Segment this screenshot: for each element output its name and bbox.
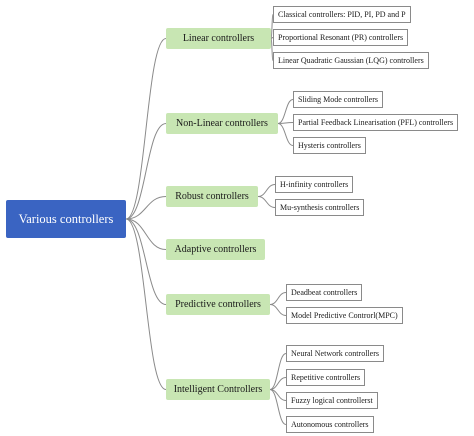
category-non-linear-controllers: Non-Linear controllers (166, 113, 278, 134)
leaf-mu-synthesis-controllers: Mu-synthesis controllers (275, 199, 365, 216)
leaf-lqg-controllers: Linear Quadratic Gaussian (LQG) controll… (273, 52, 429, 69)
leaf-repetitive-controllers: Repetitive controllers (286, 369, 366, 386)
root-node: Various controllers (6, 200, 126, 238)
connector-category-5-to-leaf-0 (269, 353, 287, 390)
connector-category-0-to-leaf-0 (270, 14, 274, 39)
connector-category-2-to-leaf-1 (257, 196, 276, 208)
connector-category-4-to-leaf-1 (269, 304, 287, 316)
connector-category-0-to-leaf-2 (270, 38, 274, 61)
connector-category-1-to-leaf-2 (277, 123, 294, 146)
connector-category-2-to-leaf-0 (257, 184, 276, 197)
connector-root-to-category-5 (125, 218, 167, 390)
leaf-mpc-controllers: Model Predictive Controrl(MPC) (286, 307, 403, 324)
leaf-h-infinity-controllers: H-infinity controllers (275, 176, 354, 193)
category-predictive-controllers: Predictive controllers (166, 294, 270, 315)
category-linear-controllers: Linear controllers (166, 28, 271, 49)
category-adaptive-controllers: Adaptive controllers (166, 239, 265, 260)
connector-root-to-category-0 (125, 38, 167, 220)
leaf-proportional-resonant-controllers: Proportional Resonant (PR) controllers (273, 29, 409, 46)
leaf-autonomous-controllers: Autonomous controllers (286, 416, 374, 433)
category-intelligent-controllers: Intelligent Controllers (166, 379, 270, 400)
leaf-fuzzy-logical-controllers: Fuzzy logical controllerst (286, 392, 378, 409)
connector-root-to-category-3 (125, 218, 167, 250)
leaf-classical-controllers: Classical controllers: PID, PI, PD and P (273, 6, 411, 23)
connector-root-to-category-2 (125, 196, 167, 220)
connector-root-to-category-4 (125, 218, 167, 305)
connector-category-5-to-leaf-1 (269, 377, 287, 390)
leaf-hysteris-controllers: Hysteris controllers (293, 137, 366, 154)
leaf-pfl-controllers: Partial Feedback Linearisation (PFL) con… (293, 114, 459, 131)
leaf-deadbeat-controllers: Deadbeat controllers (286, 284, 363, 301)
connector-category-5-to-leaf-3 (269, 389, 287, 425)
connector-category-1-to-leaf-0 (277, 99, 294, 124)
leaf-neural-network-controllers: Neural Network controllers (286, 345, 384, 362)
connector-category-4-to-leaf-0 (269, 292, 287, 305)
connector-root-to-category-1 (125, 123, 167, 220)
category-robust-controllers: Robust controllers (166, 186, 258, 207)
leaf-sliding-mode-controllers: Sliding Mode controllers (293, 91, 383, 108)
